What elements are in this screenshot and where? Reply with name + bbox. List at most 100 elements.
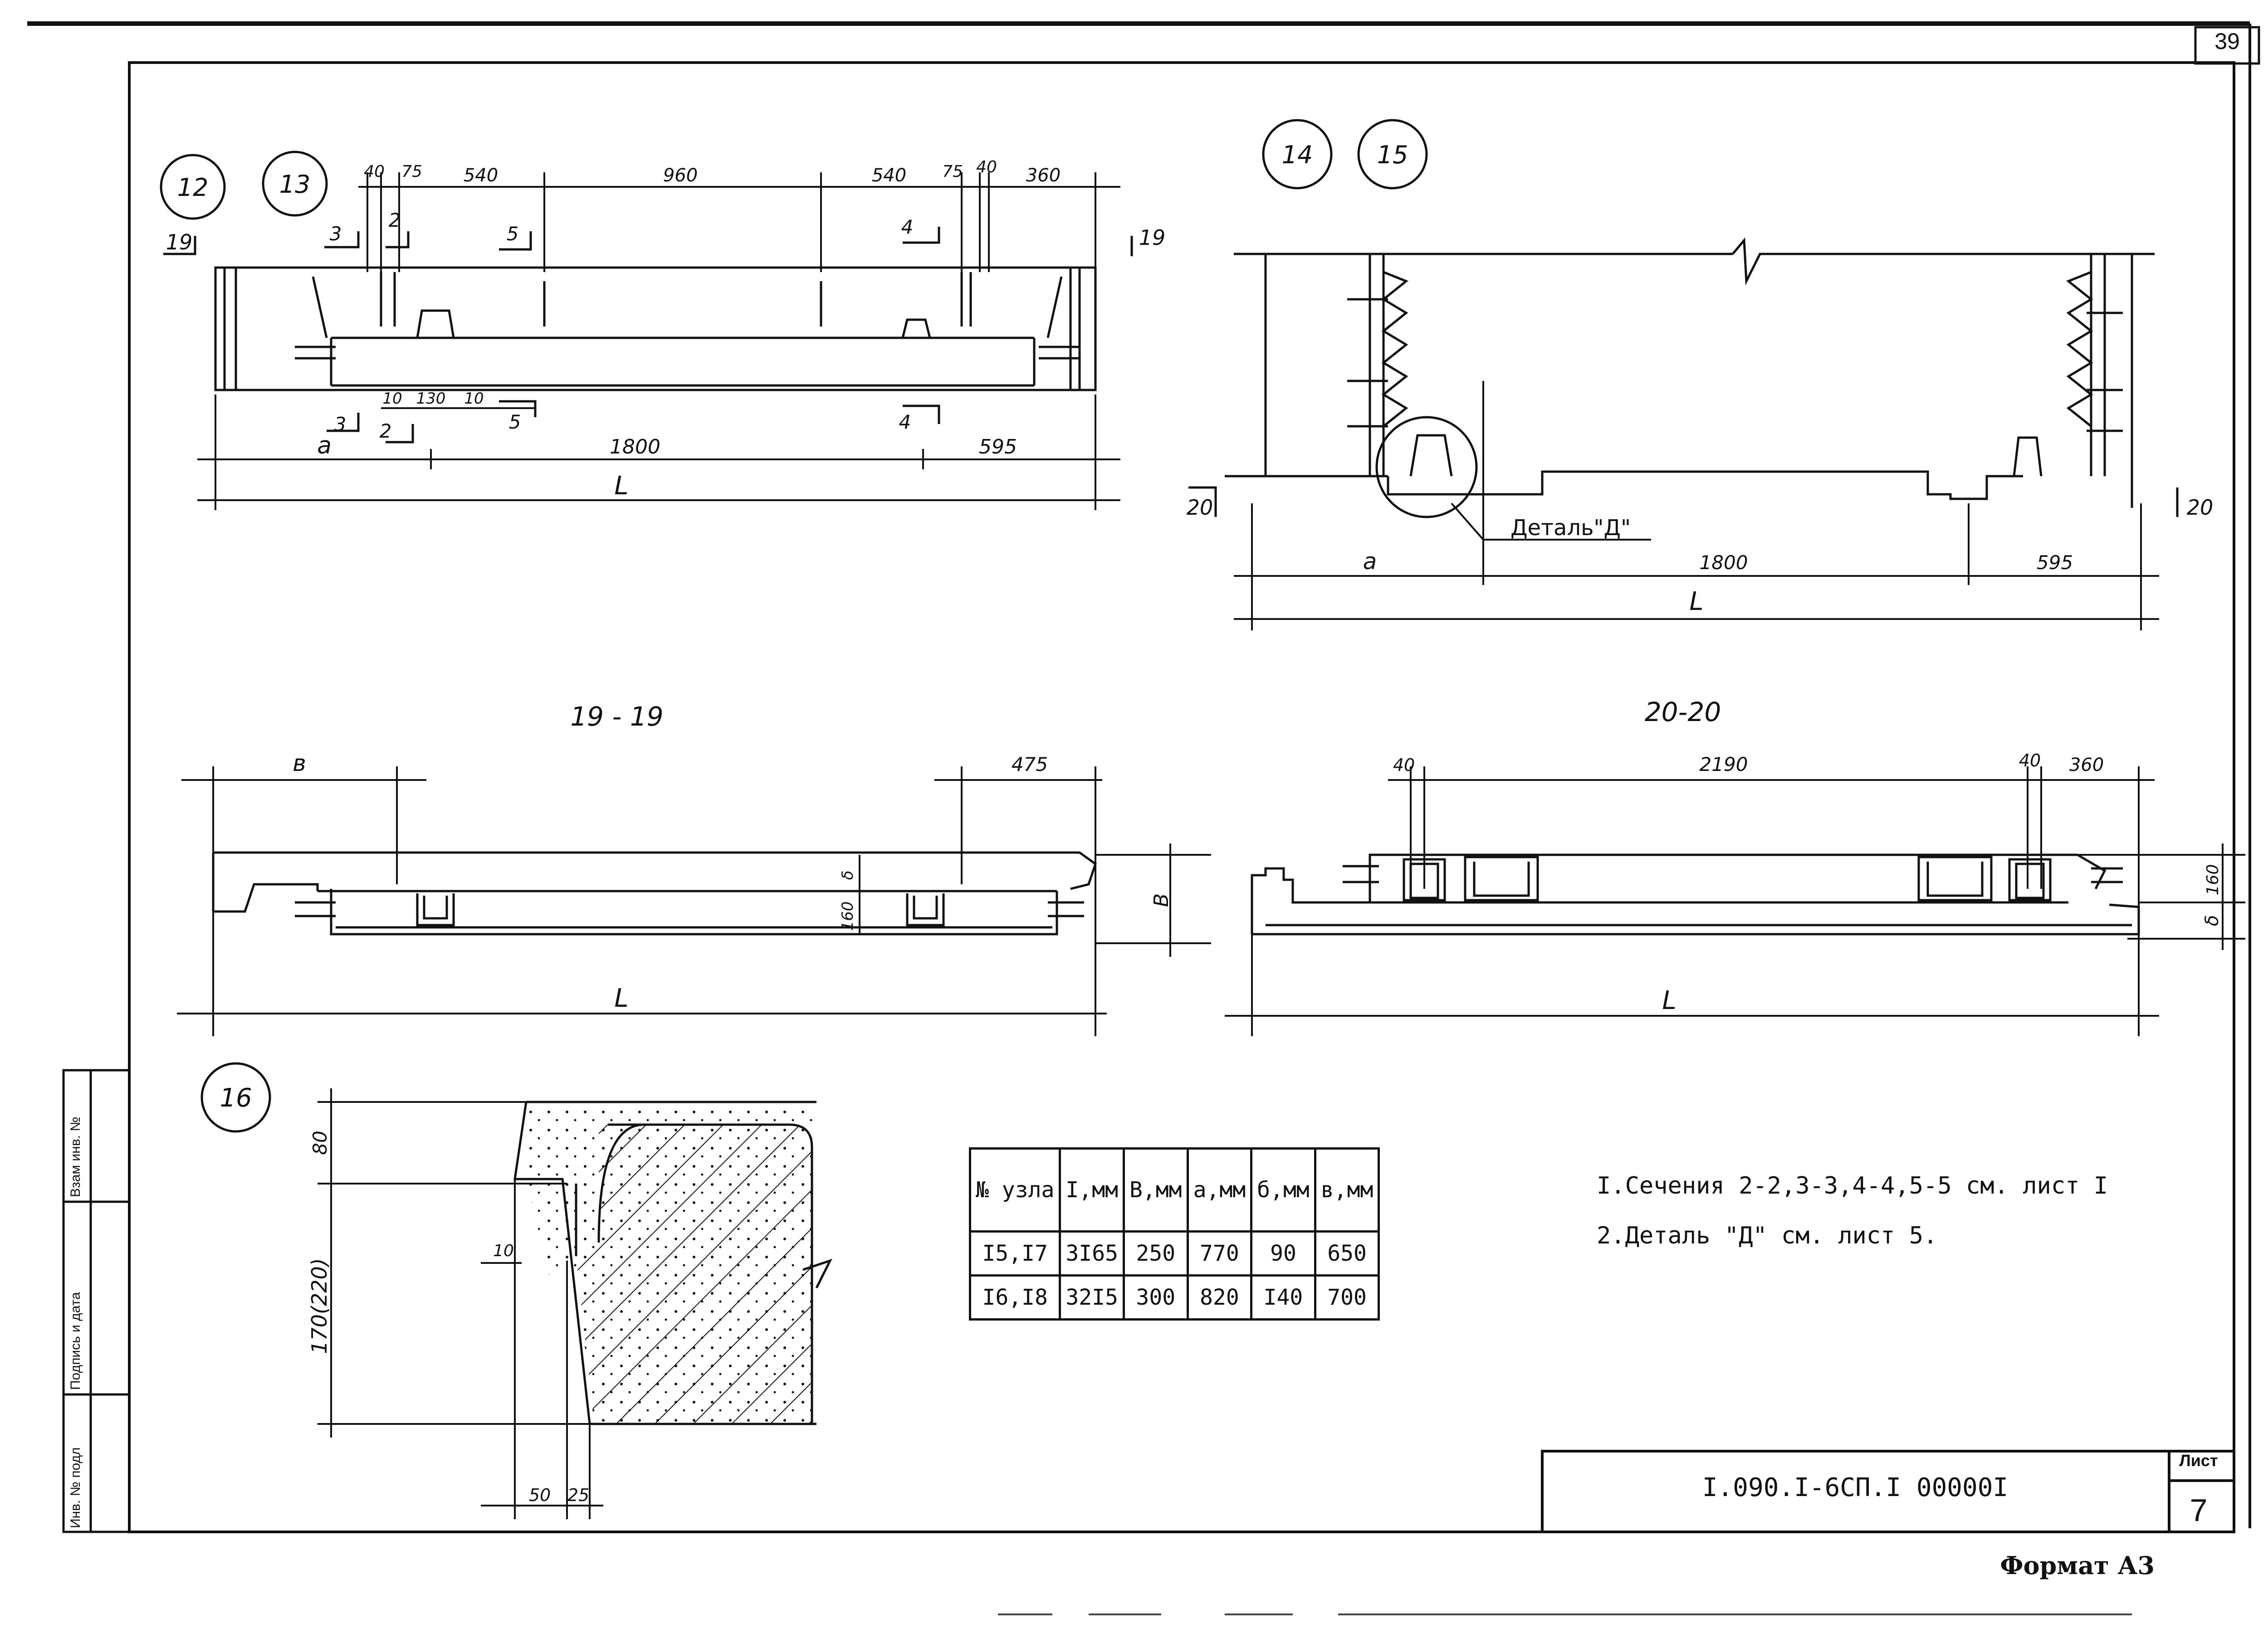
section-20-dims (1225, 766, 2245, 1036)
table-cell: 700 (1314, 1274, 1380, 1321)
detail-d-circle (1375, 416, 1478, 518)
section-20-right: 20 (2187, 495, 2214, 520)
side-stamp (62, 1069, 131, 1533)
dim-L-top-left: L (614, 471, 628, 501)
table-cell: I6,I8 (968, 1274, 1061, 1321)
section-4-bottom: 4 (899, 411, 911, 433)
dim-B-19: В (1150, 893, 1173, 907)
dim-40-right-20: 40 (2019, 751, 2041, 770)
node-mark-12-text: 12 (177, 173, 209, 202)
table-header-cell: б,мм (1250, 1147, 1316, 1233)
page-number-box (2194, 26, 2260, 65)
slab-edge (597, 1123, 813, 1424)
node-mark-16-text: 16 (220, 1083, 252, 1113)
dim-25: 25 (567, 1485, 589, 1505)
dim-360: 360 (1026, 165, 1061, 186)
dim-960: 960 (663, 165, 698, 186)
section-19-left: 19 (166, 230, 193, 254)
dim-40-left-20: 40 (1393, 755, 1415, 775)
detail-d-label: Деталь"Д" (1510, 515, 1631, 541)
dim-10-a: 10 (382, 390, 402, 408)
drawing-frame (128, 61, 2235, 1533)
node-mark-14 (1262, 119, 1333, 190)
sheet-number: 7 (2190, 1492, 2208, 1528)
table-header-cell: а,мм (1186, 1147, 1253, 1233)
slab-outline (214, 266, 1097, 391)
section-19-profile (212, 851, 1097, 936)
document-code: I.090.I-6СП.I 00000I (1702, 1473, 2009, 1502)
dim-475: 475 (1012, 753, 1048, 775)
table-header-cell: в,мм (1314, 1147, 1380, 1233)
dim-540-right: 540 (872, 165, 906, 186)
table-header-cell: В,мм (1122, 1147, 1189, 1233)
view-section-20: 20-20 40 2190 40 360 L 160 δ (1225, 697, 2245, 1036)
node-mark-12 (160, 154, 226, 220)
dim-40-right: 40 (976, 158, 997, 176)
node-16-outline (513, 1101, 832, 1425)
dim-75-left: 75 (401, 162, 422, 181)
dim-540-left: 540 (464, 165, 498, 186)
view-top-left: 12 13 (160, 151, 1166, 510)
table-cell: 770 (1186, 1230, 1253, 1277)
dim-80: 80 (309, 1131, 331, 1155)
dim-delta-20: δ (2202, 915, 2223, 926)
node-mark-16 (200, 1062, 271, 1133)
section-marks-top-right (1188, 486, 2179, 517)
section-5-bottom: 5 (509, 411, 521, 433)
dim-595-top-left: 595 (979, 435, 1017, 458)
dim-delta-19: δ (839, 871, 857, 880)
node-mark-13-text: 13 (279, 170, 311, 199)
view-top-right: 14 15 Деталь"Д" (1187, 119, 2214, 630)
section-20-title: 20-20 (1645, 697, 1721, 727)
dim-2190: 2190 (1700, 753, 1748, 775)
label-a-top-right: a (1363, 548, 1377, 575)
note-item: 2.Деталь "Д" см. лист 5. (1597, 1222, 1938, 1249)
dim-130: 130 (416, 390, 446, 408)
view-node-16: 16 (200, 1062, 832, 1519)
node-mark-15 (1357, 119, 1428, 190)
dim-595-top-right: 595 (2037, 551, 2073, 574)
section-3-bottom: 3 (334, 413, 347, 435)
page-number: 39 (2214, 29, 2240, 54)
dim-1800-top-right: 1800 (1700, 551, 1748, 574)
section-20-profile (1251, 853, 2140, 936)
hatched-section (576, 1125, 812, 1424)
section-19-right: 19 (1139, 225, 1166, 250)
format-label: Формат А3 (2000, 1551, 2155, 1580)
dim-b-19: в (293, 750, 306, 776)
drawing-notes: I.Сечения 2-2,3-3,4-4,5-5 см. лист I 2.Д… (1597, 1161, 2186, 1261)
stamp-inv-original: Инв. № подл (68, 1447, 83, 1528)
section-20-left: 20 (1187, 495, 1213, 520)
dim-1800-top-left: 1800 (610, 435, 660, 458)
table-cell: 820 (1186, 1274, 1253, 1321)
dim-75-right: 75 (942, 162, 963, 181)
dim-10-node16: 10 (493, 1242, 514, 1260)
node-mark-15-text: 15 (1377, 141, 1408, 169)
table-cell: 250 (1122, 1230, 1189, 1277)
sheet-label: Лист (2179, 1451, 2218, 1470)
section-marks-top-left (163, 227, 1133, 444)
table-header-row: № узла I,мм В,мм а,мм б,мм в,мм (968, 1147, 1380, 1233)
dim-L-19: L (614, 984, 628, 1013)
dim-160-19: 160 (839, 902, 857, 931)
table-cell: 650 (1314, 1230, 1380, 1277)
table-row: I6,I8 32I5 300 820 I40 700 (968, 1274, 1380, 1321)
table-cell: 90 (1250, 1230, 1316, 1277)
table-header-cell: № узла (968, 1147, 1061, 1233)
table-header-cell: I,мм (1059, 1147, 1125, 1233)
dim-L-20: L (1662, 986, 1676, 1015)
title-block (1541, 1450, 2235, 1533)
dim-170-220: 170(220) (307, 1258, 332, 1354)
table-cell: 32I5 (1059, 1274, 1125, 1321)
section-2-top: 2 (389, 209, 401, 231)
table-cell: 3I65 (1059, 1230, 1125, 1277)
node-mark-13 (262, 151, 328, 217)
dim-50: 50 (529, 1485, 551, 1505)
node-16-dims (318, 1088, 603, 1519)
view-section-19: 19 - 19 в 475 L В δ 160 (177, 701, 1211, 1036)
dim-40-left: 40 (364, 162, 385, 181)
section-3-top: 3 (330, 223, 342, 245)
section-19-title: 19 - 19 (570, 701, 663, 732)
stamp-signature-date: Подпись и дата (68, 1292, 83, 1390)
